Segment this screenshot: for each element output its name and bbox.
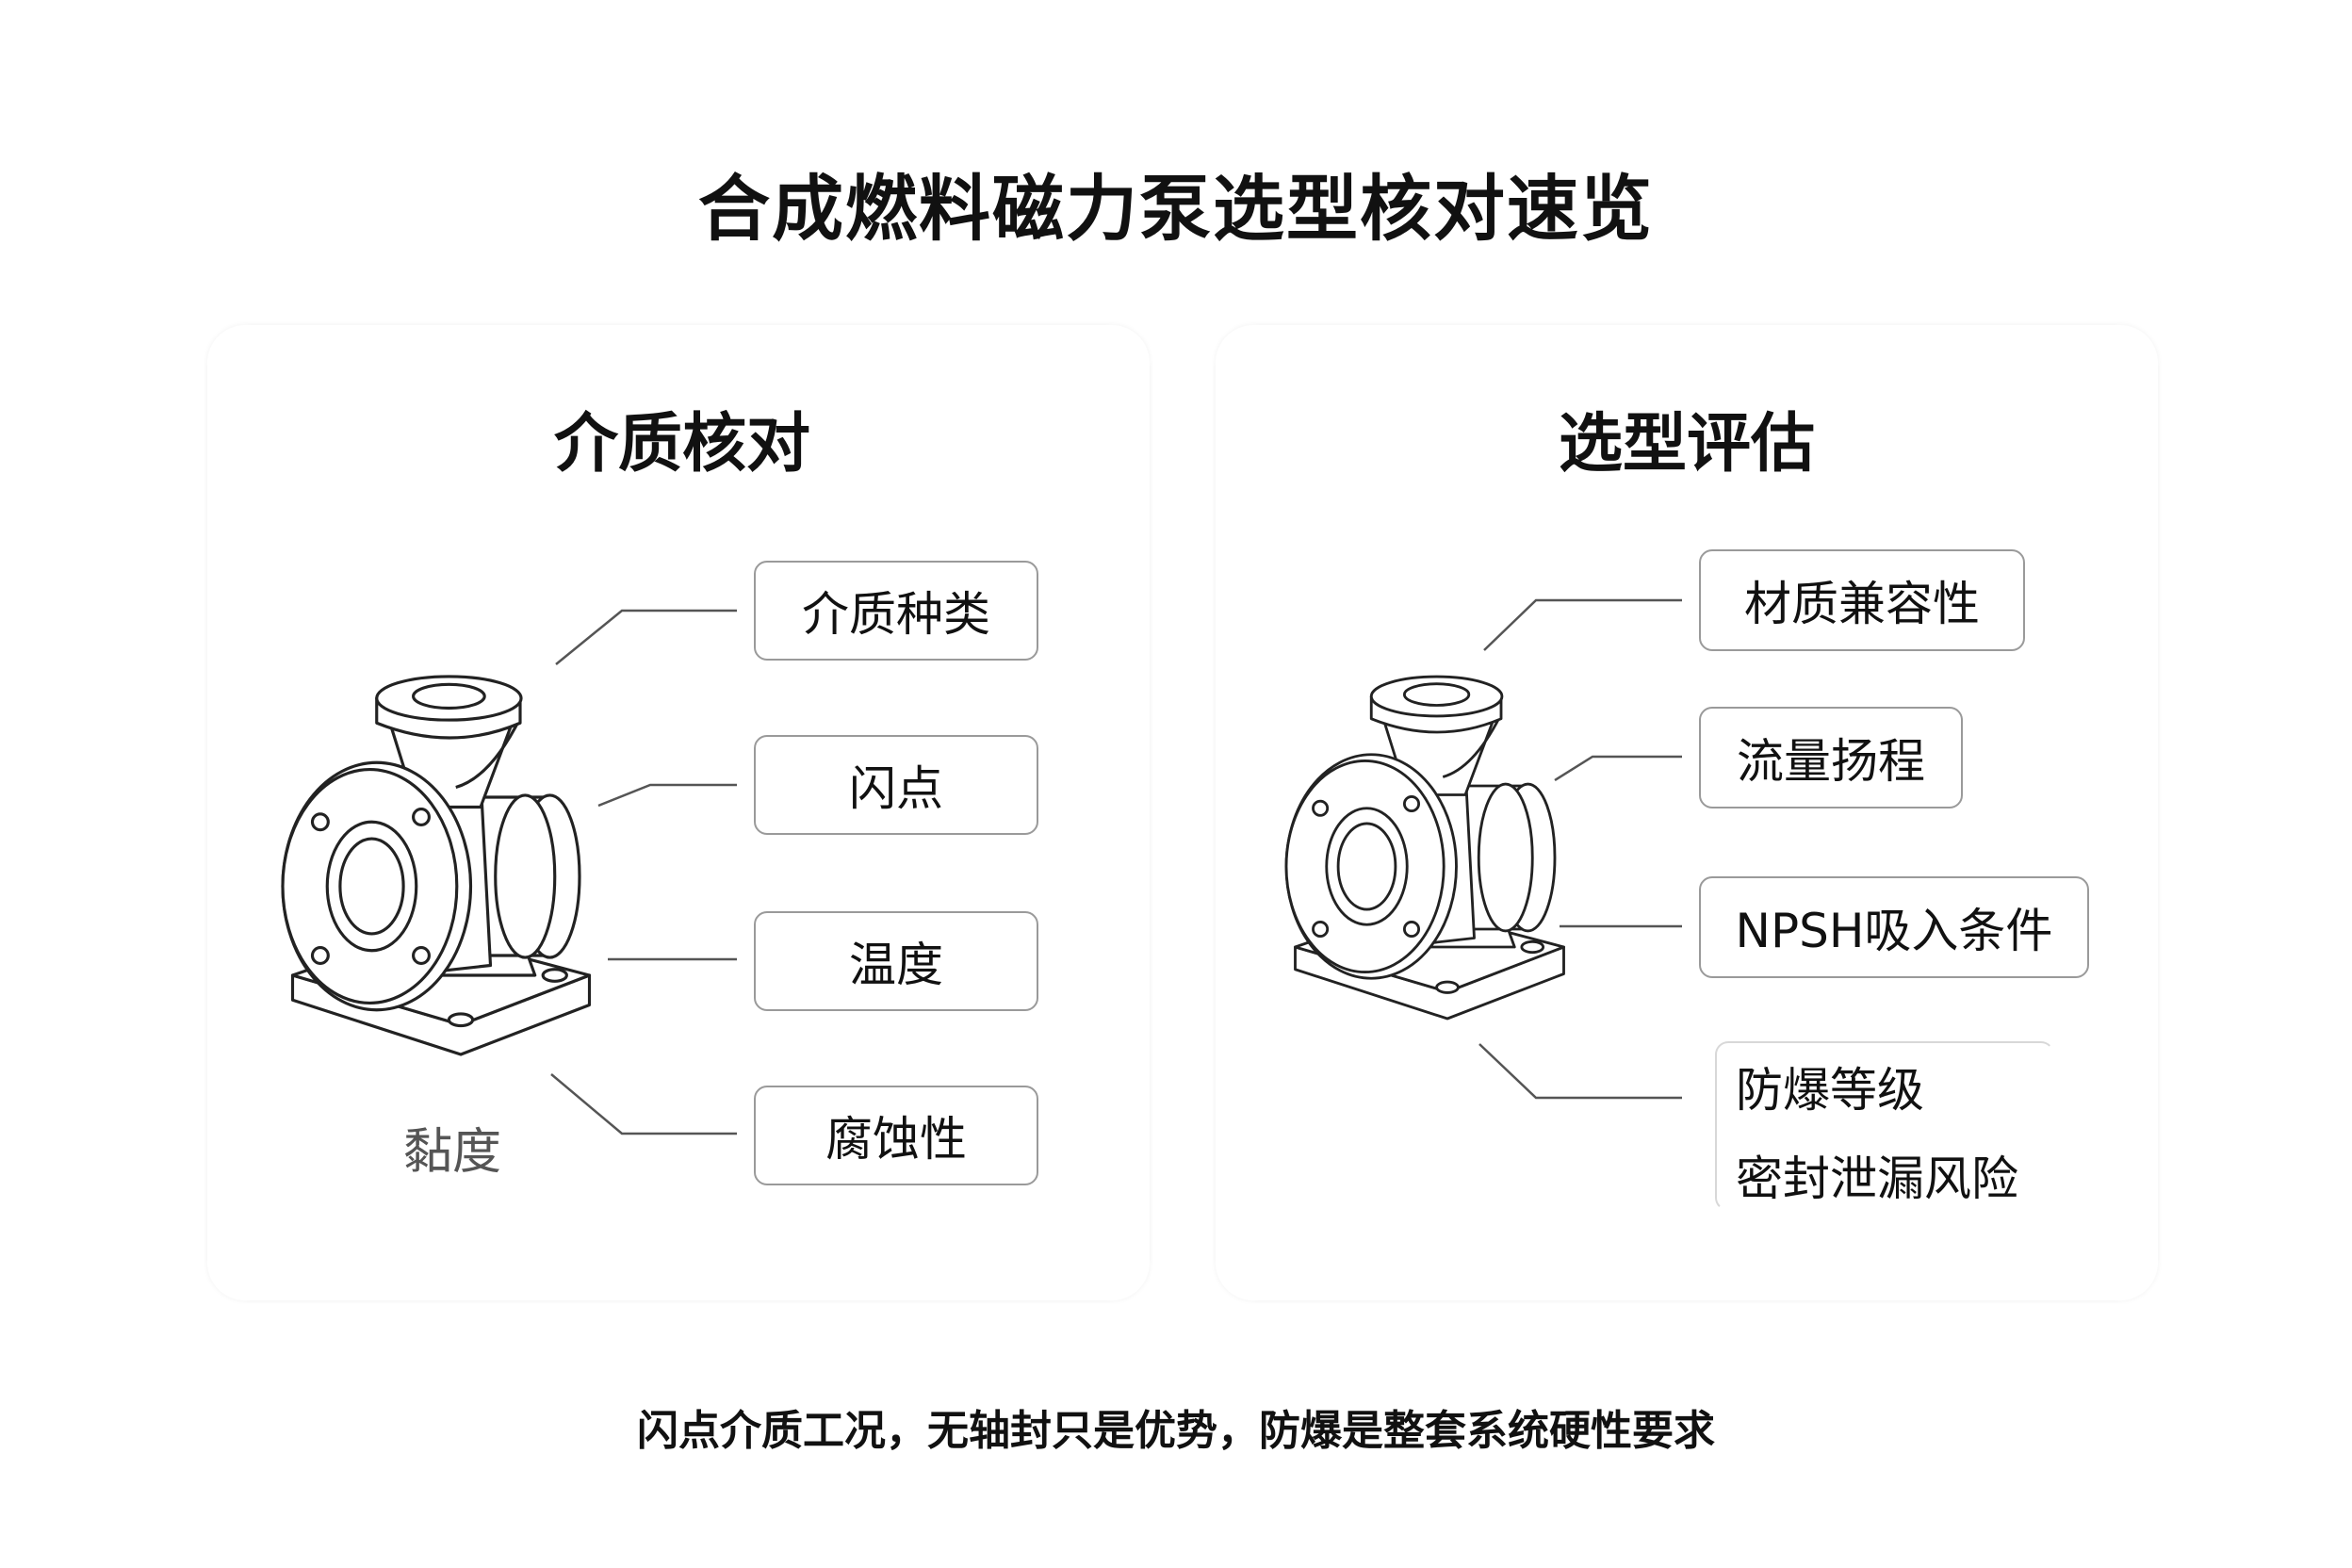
label-corrosion: 腐蚀性	[754, 1086, 1038, 1185]
label-explosion-seal: 防爆等级 密封泄漏风险	[1715, 1041, 2054, 1211]
footer-note: 闪点介质工况，无轴封只是优势，防爆是整套系统硬性要求	[637, 1407, 1715, 1455]
left-panel-heading: 介质核对	[553, 407, 810, 482]
label-material-compat: 材质兼容性	[1699, 549, 2025, 651]
left-pump-illustration	[281, 675, 592, 1056]
label-media-type: 介质种类	[754, 561, 1038, 661]
label-explosion-grade: 防爆等级	[1736, 1063, 1924, 1118]
label-flow-head: 流量扬程	[1699, 707, 1963, 808]
label-flash-point: 闪点	[754, 735, 1038, 835]
right-pump-illustration	[1284, 675, 1565, 1021]
label-npsh: NPSH吸入条件	[1699, 876, 2089, 978]
page-title: 合成燃料磁力泵选型核对速览	[698, 167, 1654, 251]
label-seal-leak-risk: 密封泄漏风险	[1736, 1152, 2018, 1206]
label-temperature: 温度	[754, 911, 1038, 1011]
right-panel-heading: 选型评估	[1558, 407, 1815, 482]
label-viscosity: 黏度	[403, 1124, 502, 1181]
